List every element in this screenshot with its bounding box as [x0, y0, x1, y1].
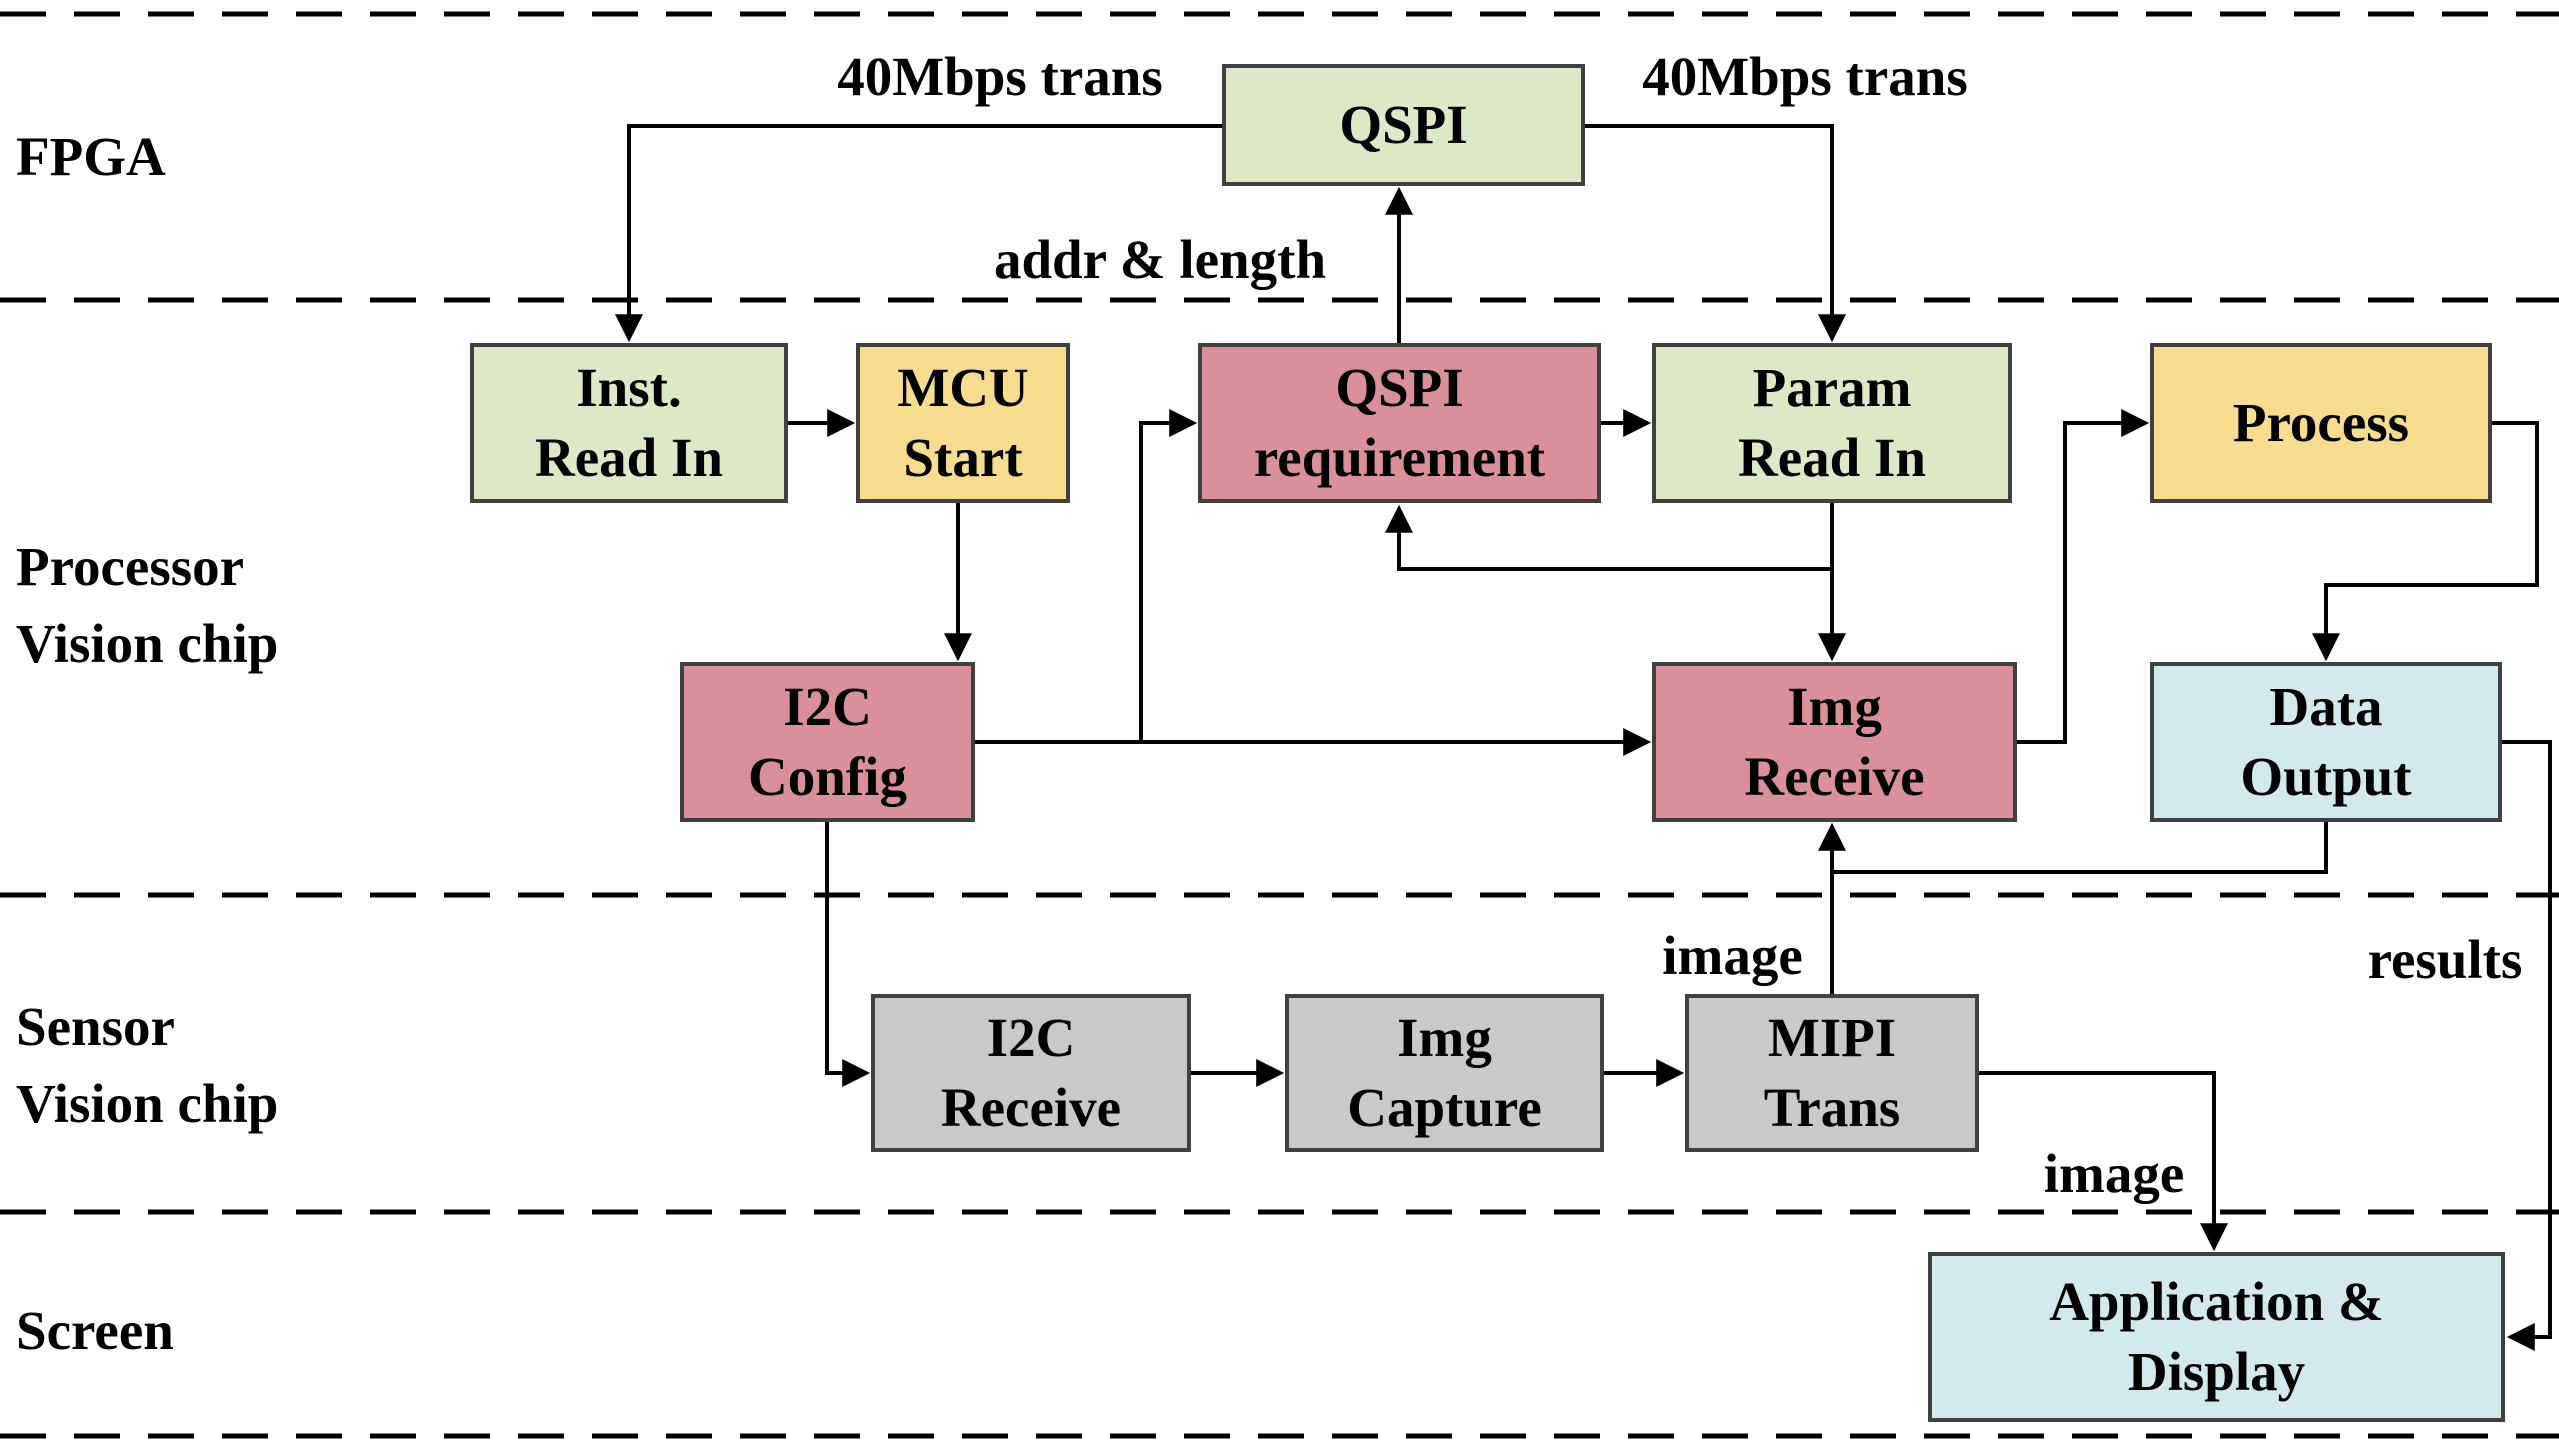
box-qspi-requirement-line1: QSPI — [1335, 356, 1464, 418]
box-app-display-line1: Application & — [2049, 1270, 2384, 1332]
box-process-label: Process — [2232, 391, 2410, 453]
edge-label-40mbps-trans-left: 40Mbps trans — [837, 46, 1163, 107]
arrow-i2c-config-to-qspi-requirement — [1139, 409, 1198, 742]
box-mcu-start-line2: Start — [903, 427, 1023, 488]
arrow-i2c-config-to-i2c-receive — [825, 821, 871, 1087]
edge-label-40mbps-trans-right: 40Mbps trans — [1642, 46, 1968, 107]
box-i2c-config: I2C Config — [680, 662, 975, 822]
box-inst-read-in-line1: Inst. — [576, 356, 682, 418]
lane-label-processor: Processor Vision chip — [16, 528, 278, 682]
box-img-receive-line1: Img — [1787, 675, 1882, 737]
box-mipi-trans-line2: Trans — [1763, 1077, 1901, 1138]
box-param-read-in: Param Read In — [1652, 343, 2012, 503]
arrow-img-receive-to-process — [2017, 409, 2150, 744]
box-app-display: Application & Display — [1928, 1252, 2505, 1422]
arrow-qspi-to-param-read-in — [1585, 124, 1846, 343]
line-data-output-to-img-receive-junction — [1832, 822, 2328, 874]
lane-label-sensor-line2: Vision chip — [16, 1073, 279, 1134]
box-qspi-label: QSPI — [1339, 93, 1468, 155]
box-img-capture-line2: Capture — [1347, 1077, 1542, 1138]
edge-label-results: results — [2367, 929, 2523, 990]
box-img-receive-line2: Receive — [1744, 746, 1925, 807]
box-data-output: Data Output — [2150, 662, 2502, 822]
box-inst-read-in: Inst. Read In — [470, 343, 788, 503]
lane-label-processor-line1: Processor — [16, 536, 245, 597]
box-param-read-in-line2: Read In — [1738, 427, 1926, 488]
lane-label-sensor-line1: Sensor — [16, 996, 175, 1057]
lane-label-sensor: Sensor Vision chip — [16, 988, 278, 1142]
box-i2c-config-line2: Config — [748, 746, 907, 807]
edge-label-image-lower: image — [2043, 1143, 2185, 1204]
box-mipi-trans: MIPI Trans — [1685, 994, 1979, 1152]
box-img-receive: Img Receive — [1652, 662, 2017, 822]
lane-label-fpga: FPGA — [16, 126, 166, 187]
box-app-display-line2: Display — [2127, 1341, 2306, 1402]
box-mcu-start: MCU Start — [856, 343, 1070, 503]
box-mcu-start-line1: MCU — [897, 356, 1029, 418]
box-inst-read-in-line2: Read In — [535, 427, 723, 488]
box-data-output-line1: Data — [2269, 675, 2383, 737]
box-img-capture: Img Capture — [1285, 994, 1604, 1152]
box-param-read-in-line1: Param — [1752, 356, 1912, 418]
box-qspi-requirement-line2: requirement — [1253, 427, 1546, 488]
lane-label-screen: Screen — [16, 1300, 174, 1361]
box-process: Process — [2150, 343, 2492, 503]
box-i2c-config-line1: I2C — [783, 675, 872, 737]
box-qspi: QSPI — [1222, 64, 1585, 186]
lane-label-processor-line2: Vision chip — [16, 613, 279, 674]
arrow-param-read-in-to-qspi-requirement — [1385, 504, 1832, 571]
box-i2c-receive: I2C Receive — [871, 994, 1191, 1152]
box-data-output-line2: Output — [2240, 746, 2412, 807]
box-i2c-receive-line1: I2C — [986, 1006, 1076, 1068]
edge-label-addr-length: addr & length — [993, 229, 1327, 290]
arrow-data-output-to-app-display — [2502, 740, 2552, 1351]
box-mipi-trans-line1: MIPI — [1767, 1006, 1897, 1068]
box-i2c-receive-line2: Receive — [940, 1077, 1122, 1138]
box-img-capture-line1: Img — [1397, 1006, 1492, 1068]
box-qspi-requirement: QSPI requirement — [1198, 343, 1601, 503]
edge-label-image-upper: image — [1662, 925, 1803, 986]
